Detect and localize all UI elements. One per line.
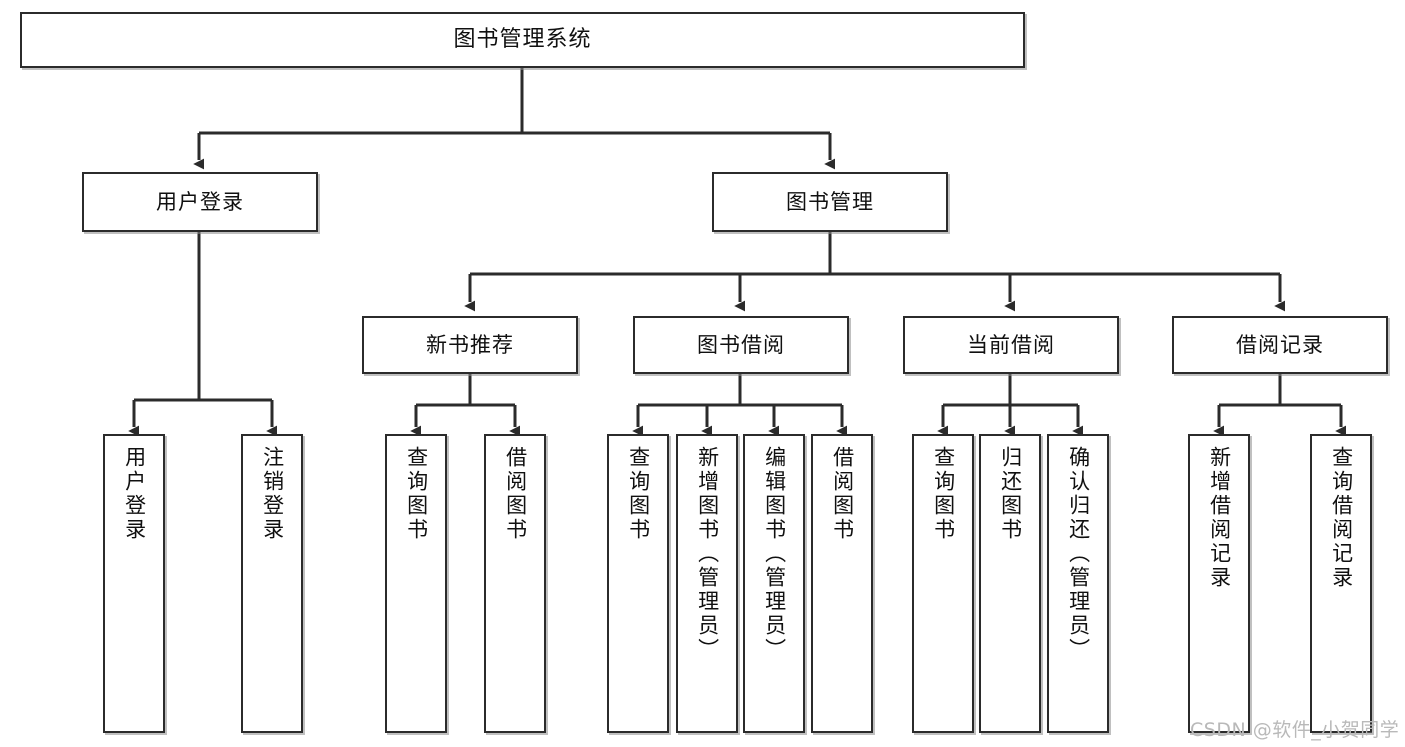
leaf-borrow-search-book[interactable]: 查询图书 (607, 434, 669, 733)
node-label: 查询图书 (931, 446, 956, 542)
node-label: 查询借阅记录 (1329, 446, 1354, 590)
node-label: 借阅图书 (503, 446, 528, 542)
leaf-current-search-book[interactable]: 查询图书 (912, 434, 974, 733)
leaf-borrow-add-book-admin[interactable]: 新增图书（管理员） (676, 434, 738, 733)
node-label: 借阅记录 (1236, 332, 1324, 357)
node-label: 当前借阅 (967, 332, 1055, 357)
leaf-record-search-borrow-record[interactable]: 查询借阅记录 (1310, 434, 1372, 733)
node-label: 用户登录 (156, 189, 244, 214)
node-label: 新增图书（管理员） (695, 446, 720, 662)
leaf-recommend-borrow-book[interactable]: 借阅图书 (484, 434, 546, 733)
leaf-borrow-edit-book-admin[interactable]: 编辑图书（管理员） (743, 434, 805, 733)
node-label: 新书推荐 (426, 332, 514, 357)
node-label: 用户登录 (122, 446, 147, 542)
leaf-user-login[interactable]: 用户登录 (103, 434, 165, 733)
leaf-current-return-book[interactable]: 归还图书 (979, 434, 1041, 733)
node-book-borrow[interactable]: 图书借阅 (633, 316, 849, 374)
leaf-current-confirm-return-admin[interactable]: 确认归还（管理员） (1047, 434, 1109, 733)
csdn-watermark: CSDN @软件_小贺同学 (1190, 719, 1400, 741)
node-label: 图书借阅 (697, 332, 785, 357)
node-book-management[interactable]: 图书管理 (712, 172, 948, 232)
node-label: 借阅图书 (830, 446, 855, 542)
node-label: 图书管理 (786, 189, 874, 214)
node-user-login[interactable]: 用户登录 (82, 172, 318, 232)
node-label: 查询图书 (626, 446, 651, 542)
leaf-record-add-borrow-record[interactable]: 新增借阅记录 (1188, 434, 1250, 733)
leaf-user-logout[interactable]: 注销登录 (241, 434, 303, 733)
node-current-borrow[interactable]: 当前借阅 (903, 316, 1119, 374)
node-label: 确认归还（管理员） (1066, 446, 1091, 662)
node-label: 编辑图书（管理员） (762, 446, 787, 662)
node-root-book-management-system[interactable]: 图书管理系统 (20, 12, 1025, 68)
node-label: 注销登录 (260, 446, 285, 542)
node-new-book-recommend[interactable]: 新书推荐 (362, 316, 578, 374)
node-label: 图书管理系统 (453, 27, 592, 53)
node-label: 归还图书 (998, 446, 1023, 542)
node-borrow-record[interactable]: 借阅记录 (1172, 316, 1388, 374)
leaf-borrow-borrow-book[interactable]: 借阅图书 (811, 434, 873, 733)
node-label: 查询图书 (404, 446, 429, 542)
leaf-recommend-search-book[interactable]: 查询图书 (385, 434, 447, 733)
node-label: 新增借阅记录 (1207, 446, 1232, 590)
